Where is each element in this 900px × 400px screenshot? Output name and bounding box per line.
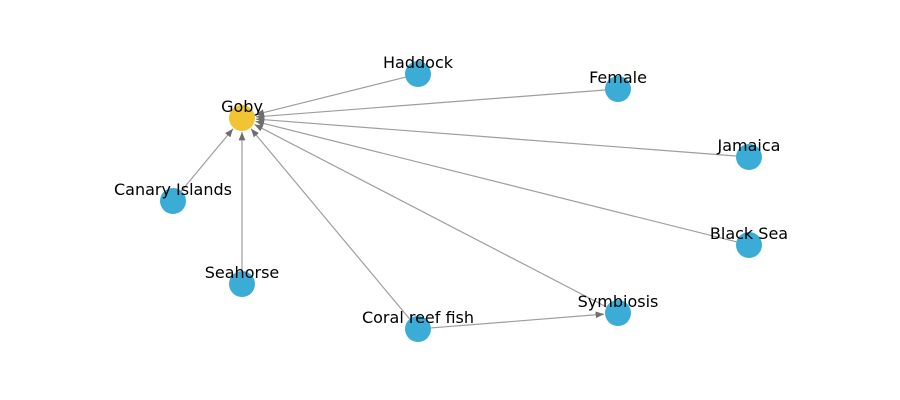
node-canary-islands[interactable] [160, 188, 186, 214]
node-label-goby: Goby [221, 97, 263, 116]
node-label-canary-islands: Canary Islands [114, 180, 232, 199]
node-symbiosis[interactable] [605, 300, 631, 326]
node-label-symbiosis: Symbiosis [578, 292, 659, 311]
node-female[interactable] [605, 76, 631, 102]
edges-layer [180, 76, 737, 329]
node-label-black-sea: Black Sea [710, 224, 788, 243]
node-label-female: Female [589, 68, 647, 87]
node-haddock[interactable] [405, 61, 431, 87]
node-label-haddock: Haddock [383, 53, 454, 72]
edge-haddock-to-goby [255, 76, 406, 116]
node-jamaica[interactable] [736, 144, 762, 170]
node-coral-reef-fish[interactable] [405, 316, 431, 342]
node-label-jamaica: Jamaica [717, 136, 781, 155]
edge-black-sea-to-goby [255, 120, 737, 243]
nodes-layer [160, 61, 762, 342]
node-label-seahorse: Seahorse [205, 263, 280, 282]
node-goby[interactable] [229, 105, 255, 131]
edge-symbiosis-to-goby [254, 123, 607, 308]
node-label-coral-reef-fish: Coral reef fish [362, 308, 474, 327]
edge-canary-islands-to-goby [180, 128, 234, 192]
edge-jamaica-to-goby [255, 116, 737, 157]
node-black-sea[interactable] [736, 232, 762, 258]
edge-coral-reef-fish-to-goby [250, 128, 411, 320]
node-seahorse[interactable] [229, 271, 255, 297]
edge-female-to-goby [255, 89, 606, 120]
edge-coral-reef-fish-to-symbiosis [430, 311, 605, 329]
